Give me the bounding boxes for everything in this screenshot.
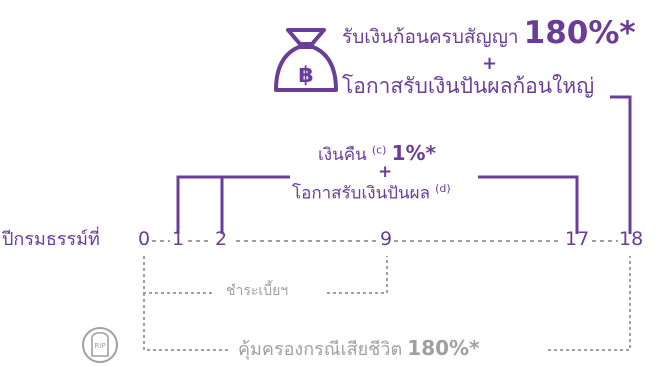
middle-line2-sup: (d) <box>435 182 451 195</box>
middle-line2-text: โอกาสรับเงินปันผล <box>292 183 431 204</box>
middle-line1-text: เงินคืน <box>318 145 367 165</box>
baht-symbol: ฿ <box>298 63 313 88</box>
top-plus: + <box>482 53 498 74</box>
coverage-bracket-right <box>548 256 631 351</box>
top-line2: โอกาสรับเงินปันผลก้อนใหญ่ <box>342 74 595 98</box>
money-bag-baht-icon <box>274 28 338 92</box>
timeline-year-2: 2 <box>215 228 228 250</box>
middle-line2: โอกาสรับเงินปันผล (d) <box>292 183 451 202</box>
rip-text: RIP <box>94 342 105 350</box>
premium-bracket-right <box>327 256 388 294</box>
coverage-bracket-left <box>143 293 230 351</box>
top-line1-value: 180%* <box>523 15 636 51</box>
timeline-year-1: 1 <box>172 228 185 250</box>
premium-bracket <box>143 256 215 294</box>
coverage-line: คุ้มครองกรณีเสียชีวิต 180%* <box>238 338 480 359</box>
middle-bracket <box>176 175 290 234</box>
timeline-year-18: 18 <box>619 228 644 250</box>
premium-label: ชำระเบี้ยฯ <box>226 283 289 299</box>
middle-line1: เงินคืน (c) 1%* <box>318 143 436 164</box>
timeline-year-17: 17 <box>565 228 590 250</box>
middle-line1-sup: (c) <box>371 143 387 157</box>
top-connector <box>610 95 632 234</box>
coverage-text: คุ้มครองกรณีเสียชีวิต <box>238 339 403 360</box>
timeline-year-9: 9 <box>380 228 393 250</box>
coverage-value: 180%* <box>407 336 480 360</box>
timeline-label: ปีกรมธรรม์ที่ <box>2 229 100 250</box>
top-line1-text: รับเงินก้อนครบสัญญา <box>342 26 519 48</box>
rip-tombstone-icon <box>82 327 118 363</box>
top-line1: รับเงินก้อนครบสัญญา 180%* <box>342 18 636 49</box>
middle-line1-value: 1%* <box>391 141 436 165</box>
timeline-year-0: 0 <box>138 228 151 250</box>
middle-bracket-right <box>478 175 579 234</box>
middle-plus: + <box>378 162 393 182</box>
